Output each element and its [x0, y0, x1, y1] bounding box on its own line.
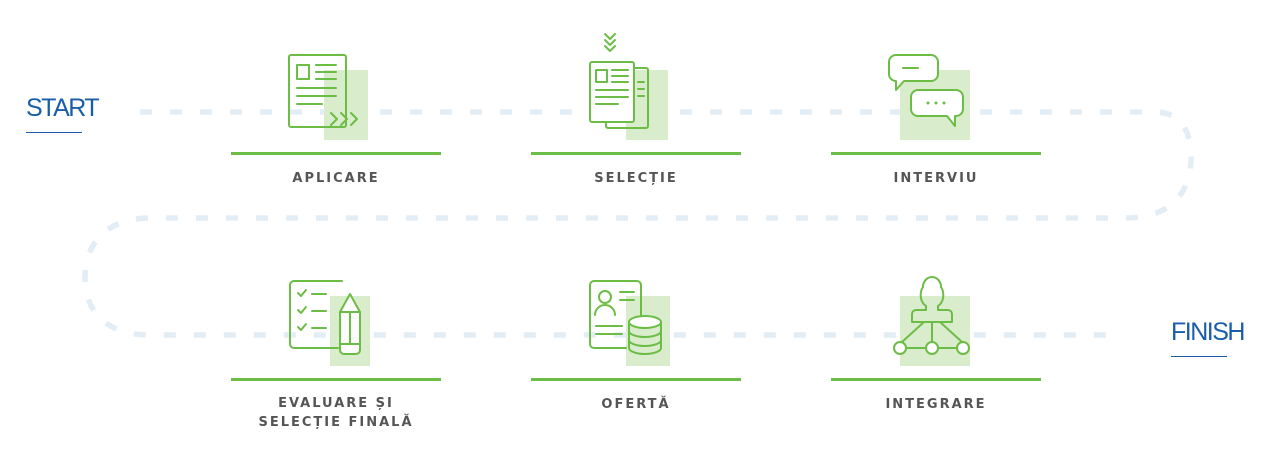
- step-divider: [831, 378, 1041, 381]
- step-label: APLICARE: [292, 171, 380, 186]
- step-label: INTEGRARE: [885, 397, 987, 412]
- step-label-line-2: SELECȚIE FINALĂ: [258, 415, 414, 430]
- document-selection-icon: [589, 33, 668, 140]
- step-divider: [231, 378, 441, 381]
- profile-coins-icon: [589, 280, 670, 366]
- step-label: INTERVIU: [893, 171, 979, 186]
- step-label-line-1: EVALUARE ȘI: [278, 396, 394, 411]
- person-network-icon: [893, 276, 970, 366]
- chat-bubbles-icon: [888, 54, 970, 140]
- step-divider: [531, 378, 741, 381]
- finish-underline: [1171, 356, 1227, 357]
- application-form-icon: [288, 54, 368, 140]
- step-divider: [831, 152, 1041, 155]
- finish-text: FINISH: [1171, 318, 1245, 346]
- step-label: EVALUARE ȘI SELECȚIE FINALĂ: [231, 394, 441, 432]
- step-divider: [231, 152, 441, 155]
- finish-label: FINISH: [1171, 318, 1245, 357]
- start-underline: [26, 132, 82, 133]
- step-label: OFERTĂ: [601, 397, 671, 412]
- step-divider: [531, 152, 741, 155]
- checklist-pencil-icon: [289, 280, 370, 366]
- step-label: SELECȚIE: [594, 171, 678, 186]
- start-label: START: [26, 94, 100, 133]
- start-text: START: [26, 94, 100, 122]
